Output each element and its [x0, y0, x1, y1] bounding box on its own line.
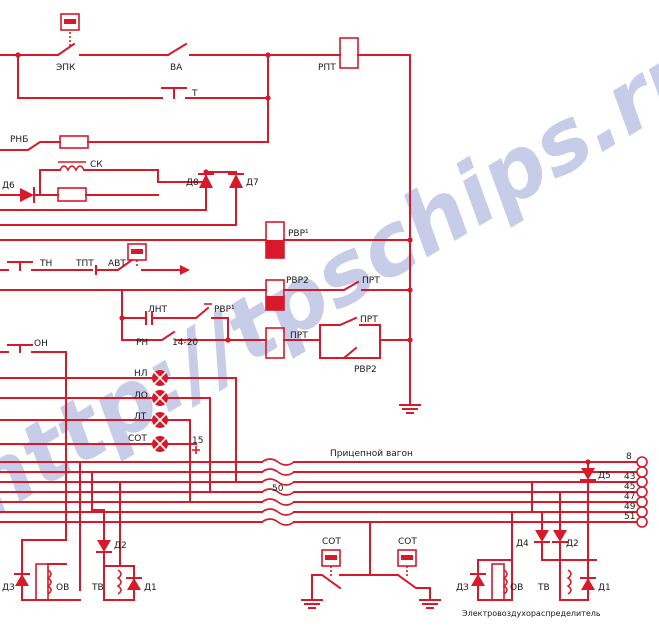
- label-sot-a: СОТ: [322, 537, 341, 547]
- lamp-circuit: [0, 344, 237, 541]
- label-va: ВА: [170, 63, 183, 73]
- label-rvr2: РВР2: [286, 276, 309, 286]
- label-rnb: РНБ: [10, 135, 28, 145]
- label-on: ОН: [34, 339, 48, 349]
- labels: ЭПК ВА РПТ Т РНБ СК Д6 Д8 Д7 РВР¹ ТН ТПТ…: [2, 63, 611, 618]
- terminal-47: 47: [624, 492, 635, 502]
- label-tn: ТН: [39, 259, 52, 269]
- right-air-distributor: [470, 459, 597, 601]
- terminal-43: 43: [624, 472, 635, 482]
- label-lo: ЛО: [134, 391, 148, 401]
- terminal-numbers: 8 43 45 47 49 51: [624, 452, 636, 522]
- label-d3: ДЗ: [2, 583, 15, 593]
- lamp-sot: [152, 436, 168, 452]
- label-ovr: ОВ: [510, 583, 523, 593]
- label-epk: ЭПК: [56, 63, 76, 73]
- label-tv: ТВ: [91, 583, 104, 593]
- label-d8: Д8: [186, 178, 199, 188]
- label-rpt: РПТ: [318, 63, 336, 73]
- label-prt2: ПРТ: [290, 331, 308, 341]
- label-t: Т: [191, 89, 198, 99]
- label-rvr1b: РВР¹: [214, 305, 235, 315]
- sot-switches: [301, 521, 441, 609]
- rvr2-prt-circuit: [0, 279, 413, 359]
- label-d5: Д5: [598, 471, 611, 481]
- lamp-lt: [152, 412, 168, 428]
- label-ov: ОВ: [56, 583, 69, 593]
- label-d2r: Д2: [566, 539, 579, 549]
- label-rvr2b: РВР2: [354, 365, 377, 375]
- watermark-text: http://tpschips.ru: [0, 16, 659, 538]
- label-prt3: ПРТ: [360, 315, 378, 325]
- label-nl: НЛ: [134, 369, 148, 379]
- lamp-lo: [152, 390, 168, 406]
- label-rn-range: 14-20: [172, 338, 198, 348]
- label-avt: АВТ: [108, 259, 126, 269]
- label-rn: РН: [136, 338, 148, 348]
- ground-right: [399, 404, 421, 414]
- label-d3r: ДЗ: [456, 583, 469, 593]
- label-sot: СОТ: [128, 434, 147, 444]
- label-tpt: ТПТ: [75, 259, 94, 269]
- terminal-8: 8: [626, 452, 632, 462]
- label-sot-b: СОТ: [398, 537, 417, 547]
- bus-bars: [0, 458, 637, 526]
- rvr1-circuit: [0, 221, 413, 259]
- terminal-51: 51: [624, 512, 635, 522]
- label-d1: Д1: [144, 583, 157, 593]
- terminal-49: 49: [624, 502, 636, 512]
- label-tvr: ТВ: [537, 583, 550, 593]
- label-lnt: ЛНТ: [148, 305, 168, 315]
- lamp-nl: [152, 370, 168, 386]
- tn-tpt-avt-circuit: [0, 243, 190, 275]
- rnb-circuit: [0, 135, 89, 151]
- left-air-distributor: [14, 461, 142, 601]
- label-rvr1: РВР¹: [288, 229, 309, 239]
- label-n50: 50: [272, 484, 284, 494]
- label-sk: СК: [90, 160, 103, 170]
- label-num15: 15: [192, 436, 203, 446]
- sk-d6-circuit: [0, 161, 244, 226]
- terminal-45: 45: [624, 482, 635, 492]
- label-lt: ЛТ: [134, 412, 147, 422]
- label-d2: Д2: [114, 541, 127, 551]
- label-air-distributor: Электровоздухораспределитель: [462, 609, 601, 618]
- label-trailer: Прицепной вагон: [330, 449, 413, 459]
- label-d6: Д6: [2, 181, 15, 191]
- label-d1r: Д1: [598, 583, 611, 593]
- label-d4r: Д4: [516, 539, 529, 549]
- terminal-circles: [636, 456, 648, 528]
- label-prt: ПРТ: [362, 276, 380, 286]
- label-d7: Д7: [246, 178, 259, 188]
